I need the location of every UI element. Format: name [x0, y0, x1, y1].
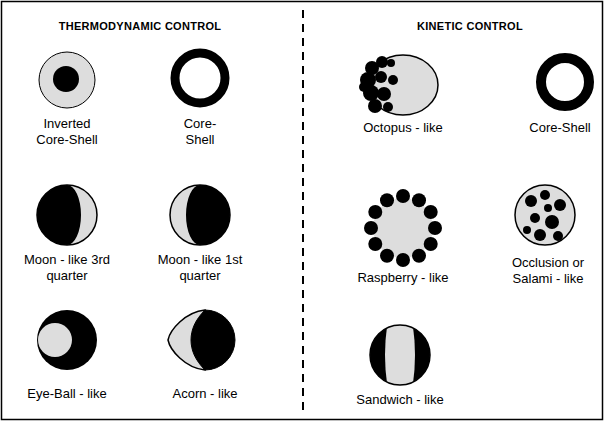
octopus-particle [359, 55, 438, 115]
sandwich-particle [370, 320, 430, 390]
raspberry-particle [364, 189, 442, 267]
morphology-label: Inverted Core-Shell [27, 116, 107, 147]
morphology-label: Octopus - like [343, 120, 463, 136]
morphology-label: Eye-Ball - like [7, 386, 127, 402]
moon-1st-quarter-particle [170, 185, 230, 245]
morphology-label: Acorn - like [145, 386, 265, 402]
panel-heading: THERMODYNAMIC CONTROL [10, 20, 270, 33]
morphology-label: Raspberry - like [343, 270, 463, 286]
morphology-label: Occlusion or Salami - like [500, 255, 596, 286]
core-shell-particle [541, 58, 589, 106]
panel-heading: KINETIC CONTROL [370, 20, 570, 33]
morphology-label: Core-Shell [178, 116, 223, 147]
salami-particle [515, 185, 575, 245]
morphology-label: Moon - like 3rd quarter [20, 252, 115, 283]
moon-3rd-quarter-particle [37, 185, 97, 245]
morphology-label: Moon - like 1st quarter [153, 252, 248, 283]
inverted-core-shell-particle [39, 52, 95, 108]
morphology-label: Core-Shell [523, 120, 597, 136]
divider-line [302, 10, 304, 412]
morphology-label: Sandwich - like [340, 392, 460, 408]
core-shell-particle [175, 53, 225, 103]
eye-ball-particle [37, 310, 97, 370]
acorn-particle [168, 310, 235, 370]
